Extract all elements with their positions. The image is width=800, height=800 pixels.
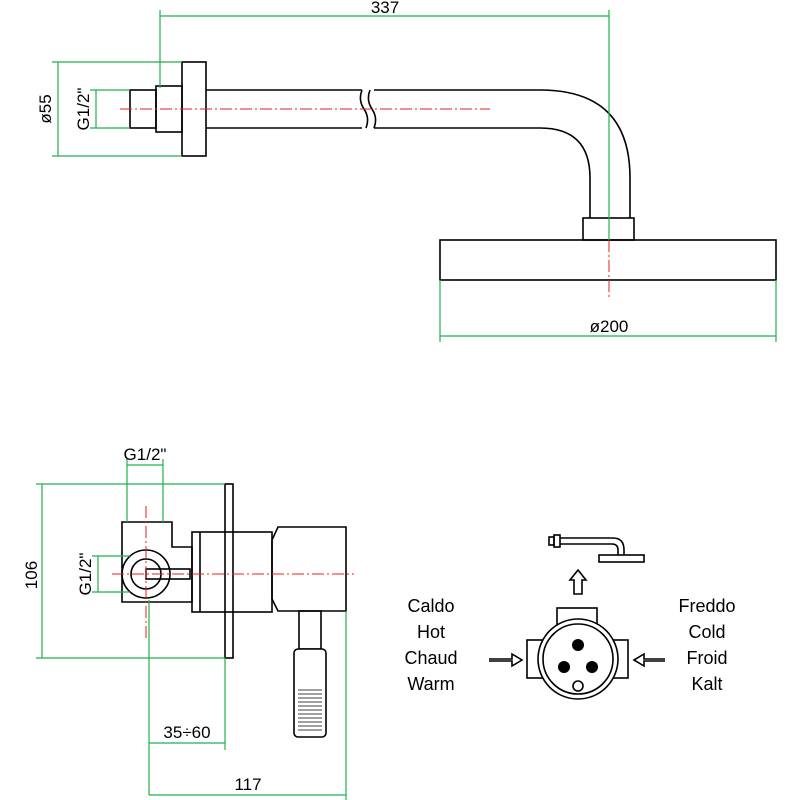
lever-knurl	[298, 689, 322, 731]
mixer-wall-plate	[224, 483, 234, 659]
cold-label-de: Kalt	[691, 674, 722, 694]
lever-grip	[293, 648, 327, 738]
hot-inlet-arrow-icon	[489, 652, 524, 668]
mixer-handle-head	[271, 526, 347, 612]
head-diameter-dimension: ø200	[590, 317, 629, 336]
cold-label-en: Cold	[688, 622, 725, 642]
arm-thread-dimension: G1/2"	[74, 88, 93, 131]
mixer-connector-block	[121, 521, 193, 603]
outlet-arrow-icon	[568, 568, 588, 595]
mixer-top-thread-dimension: G1/2"	[124, 445, 167, 464]
mixer-height-dimension: 106	[22, 561, 41, 589]
arm-pipe-left	[206, 89, 362, 129]
hot-label-de: Warm	[407, 674, 454, 694]
arm-pipe-bend	[374, 89, 631, 218]
flange-diameter-dimension: ø55	[36, 94, 55, 123]
hot-label-it: Caldo	[407, 596, 454, 616]
cold-inlet-arrow-icon	[632, 652, 665, 668]
hot-label-en: Hot	[417, 622, 445, 642]
cold-label-it: Freddo	[678, 596, 735, 616]
total-depth-dimension: 117	[234, 775, 261, 794]
mixer-drawing: 106 G1/2" G1/2" 35÷60 117	[22, 445, 354, 800]
cold-label-fr: Froid	[686, 648, 727, 668]
arm-length-dimension: 337	[371, 0, 399, 17]
mixer-body	[191, 531, 273, 613]
depth-range-dimension: 35÷60	[163, 723, 210, 742]
lever-stem	[298, 610, 322, 650]
mixer-side-thread-dimension: G1/2"	[76, 553, 95, 596]
shower-head	[439, 239, 777, 281]
valve-symbol	[526, 607, 629, 700]
flow-legend: Caldo Hot Chaud Warm Freddo Cold Froid K…	[404, 534, 736, 700]
mini-shower-icon	[548, 534, 645, 563]
shower-arm-drawing: 337 ø55 G1/2" ø200	[36, 0, 777, 342]
hot-label-fr: Chaud	[404, 648, 457, 668]
